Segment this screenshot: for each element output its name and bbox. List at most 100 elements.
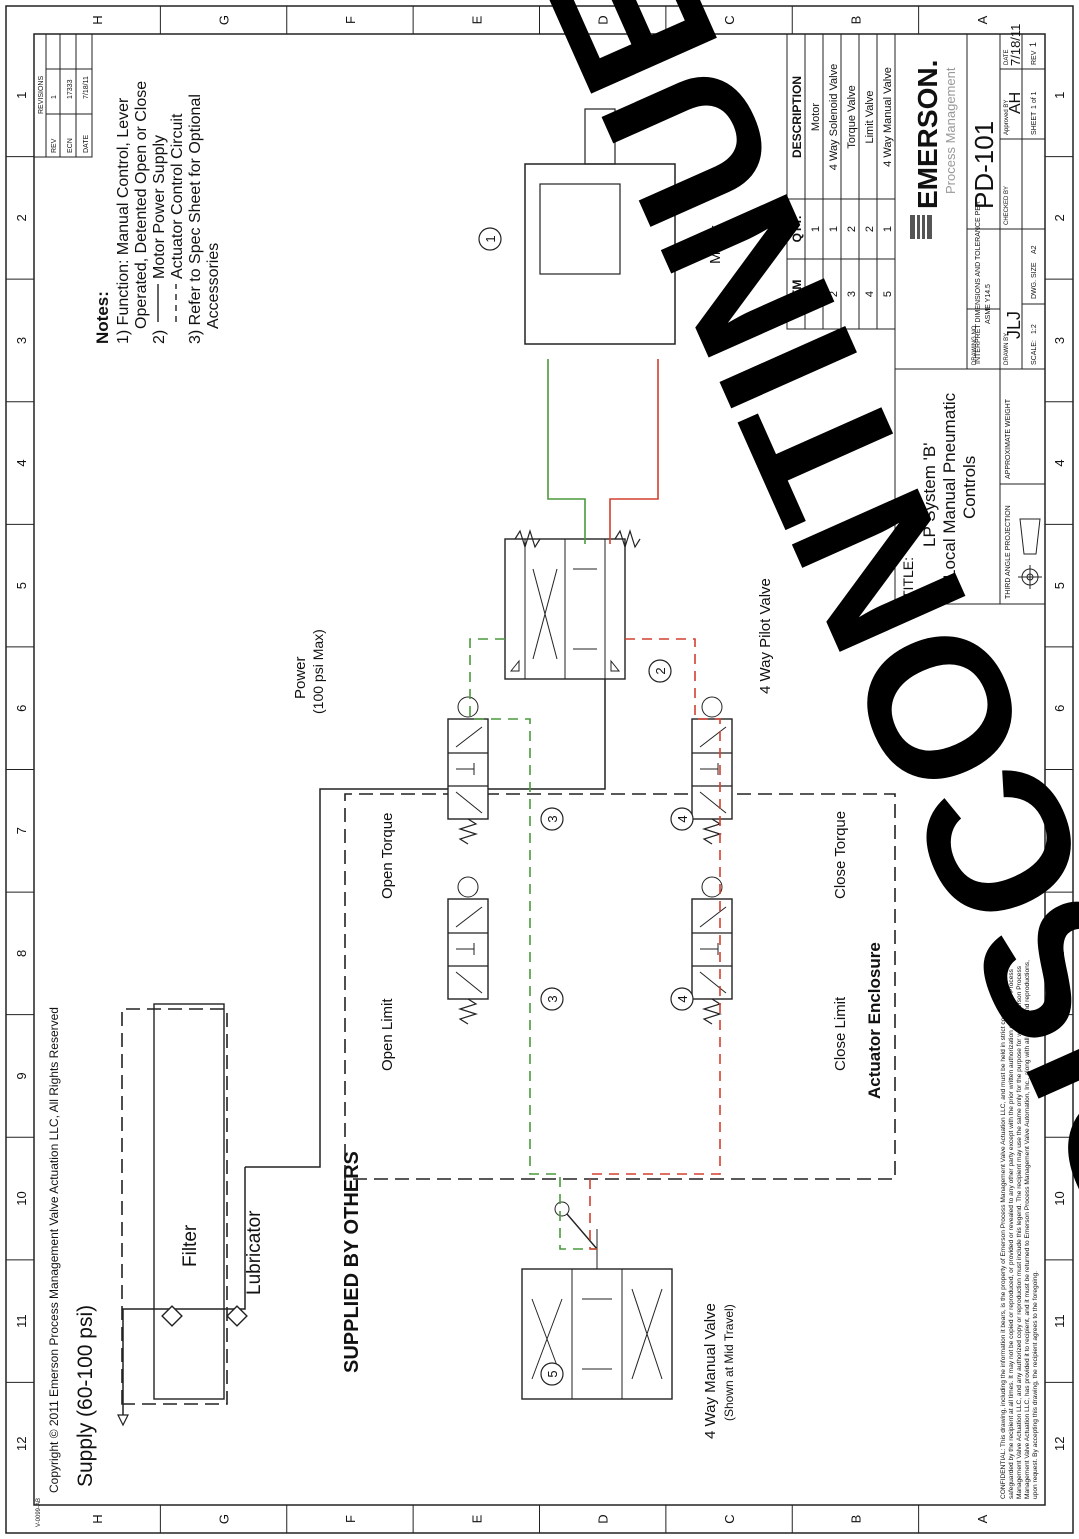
- border-row-label: G: [217, 1514, 232, 1524]
- item-balloon-number: 1: [483, 235, 498, 242]
- projection-label: THIRD ANGLE PROJECTION: [1005, 505, 1012, 599]
- title-line-1: LP System 'B': [920, 443, 939, 547]
- border-row-label: A: [975, 15, 990, 24]
- sheet-label: SHEET: [1031, 111, 1038, 135]
- pneumatic-line: [589, 638, 721, 1250]
- scale-label: SCALE:: [1031, 340, 1038, 365]
- confidential-line-4: Management Valve Actuation LLC, has prov…: [1024, 960, 1031, 1499]
- note-1a: 1) Function: Manual Control, Lever: [115, 97, 132, 344]
- manual-valve-label: 4 Way Manual Valve: [702, 1303, 719, 1439]
- item-balloon: [670, 807, 694, 831]
- border-col-label: 1: [14, 92, 29, 99]
- border-col-label: 2: [1052, 214, 1067, 221]
- item-balloon: [540, 807, 564, 831]
- border-col-label: 8: [14, 950, 29, 957]
- border-col-label: 7: [14, 827, 29, 834]
- actuator-enclosure-label: Actuator Enclosure: [865, 942, 884, 1099]
- rev-header: REV: [51, 138, 58, 153]
- projection-symbol: [1018, 518, 1042, 589]
- notes-title: Notes:: [93, 291, 112, 344]
- supplied-by-others-label: SUPPLIED BY OTHERS: [341, 1151, 363, 1373]
- item-balloon: [648, 659, 672, 683]
- close-limit-label: Close Limit: [832, 996, 849, 1071]
- actuator-enclosure-box: [344, 793, 896, 1180]
- border-col-label: 12: [1052, 1436, 1067, 1450]
- bom-cell: 2: [864, 226, 876, 232]
- bom-cell: 1: [828, 226, 840, 232]
- item-balloon-number: 5: [545, 1370, 560, 1377]
- border-col-label: 12: [14, 1436, 29, 1450]
- open-limit-valve-symbol: [447, 876, 489, 1025]
- border-row-label: D: [596, 15, 611, 24]
- open-torque-valve-symbol: [447, 696, 489, 845]
- note-3b: Accessories: [205, 243, 222, 329]
- border-col-label: 6: [1052, 705, 1067, 712]
- rev-label: REV: [1031, 50, 1038, 65]
- border-row-label: F: [343, 16, 358, 24]
- confidential-line-3: Management Valve Actuation LLC, and any …: [1016, 965, 1023, 1499]
- dwg-size-label: DWG. SIZE: [1031, 262, 1038, 299]
- bom-cell: 3: [846, 291, 858, 297]
- close-torque-label: Close Torque: [832, 811, 849, 899]
- bom-cell: Limit Valve: [864, 91, 876, 144]
- approx-weight-label: APPROXIMATE WEIGHT: [1005, 398, 1012, 479]
- item-balloon-number: 2: [653, 667, 668, 674]
- border-col-label: 2: [14, 214, 29, 221]
- border-row-label: E: [469, 1514, 484, 1523]
- approved-by-label: Approved BY: [1004, 100, 1010, 135]
- border-col-label: 5: [1052, 582, 1067, 589]
- revisions-title: REVISIONS: [38, 76, 45, 114]
- bom-cell: 1: [810, 226, 822, 232]
- title-line-2: Local Manual Pneumatic: [940, 392, 959, 579]
- motor-symbol: [524, 108, 676, 345]
- bom-header: QTY.: [790, 216, 804, 243]
- border-row-label: D: [596, 1514, 611, 1523]
- drawn-by: JLJ: [1004, 311, 1024, 339]
- item-balloon-number: 4: [675, 815, 690, 822]
- bom-cell: 4 Way Manual Valve: [882, 67, 894, 167]
- border-col-label: 8: [1052, 950, 1067, 957]
- note-2: 2): [151, 330, 168, 344]
- title-label: TITLE:: [900, 557, 916, 599]
- note-3a: 3) Refer to Spec Sheet for Optional: [187, 94, 204, 344]
- date-value: 7/18/11: [83, 76, 90, 99]
- title-date: 7/18/11: [1008, 24, 1023, 66]
- item-balloon: [540, 1362, 564, 1386]
- filter-symbol: [161, 1305, 183, 1327]
- interpret-line-2: ASME Y14.5: [985, 284, 992, 324]
- item-balloon-number: 4: [675, 995, 690, 1002]
- note-2-control-circuit: Actuator Control Circuit: [169, 113, 186, 279]
- lubricator-label: Lubricator: [244, 1210, 265, 1295]
- bom-header: ITEM: [790, 280, 804, 309]
- border-col-label: 3: [14, 337, 29, 344]
- title-line-3: Controls: [960, 456, 979, 519]
- border-col-label: 6: [14, 705, 29, 712]
- sheet-value: 1 of 1: [1031, 91, 1038, 109]
- drawing-no: PD-101: [969, 121, 999, 209]
- bom-cell: 2: [846, 226, 858, 232]
- motor-label: Motor: [707, 226, 724, 264]
- item-balloon: [540, 987, 564, 1011]
- title-block: [894, 33, 1046, 605]
- date-label: DATE: [1004, 49, 1010, 65]
- border-row-label: C: [722, 15, 737, 24]
- ecn-value: 17333: [67, 79, 74, 99]
- border-col-label: 5: [14, 582, 29, 589]
- interpret-line-1: INTERPRET DIMENSIONS AND TOLERANCE PER: [975, 201, 982, 364]
- note-2-motor-power: Motor Power Supply: [151, 135, 168, 279]
- border-col-label: 11: [14, 1314, 29, 1328]
- border-row-label: H: [90, 1514, 105, 1523]
- pilot-valve-label: 4 Way Pilot Valve: [757, 578, 774, 694]
- ecn-header: ECN: [67, 138, 74, 153]
- border-col-label: 9: [14, 1072, 29, 1079]
- drawing-code: V-0099-AB: [36, 1498, 42, 1527]
- confidential-line-1: CONFIDENTIAL: This drawing, including th…: [1000, 954, 1007, 1499]
- drawing-no-label: DRAWING NO.: [972, 324, 978, 365]
- item-balloon-number: 3: [545, 995, 560, 1002]
- bom-cell: 1: [882, 226, 894, 232]
- approved-by: AH: [1007, 92, 1024, 114]
- bom-cell: 1: [810, 291, 822, 297]
- border-col-label: 11: [1052, 1314, 1067, 1328]
- checked-by-label: CHECKED BY: [1004, 186, 1010, 225]
